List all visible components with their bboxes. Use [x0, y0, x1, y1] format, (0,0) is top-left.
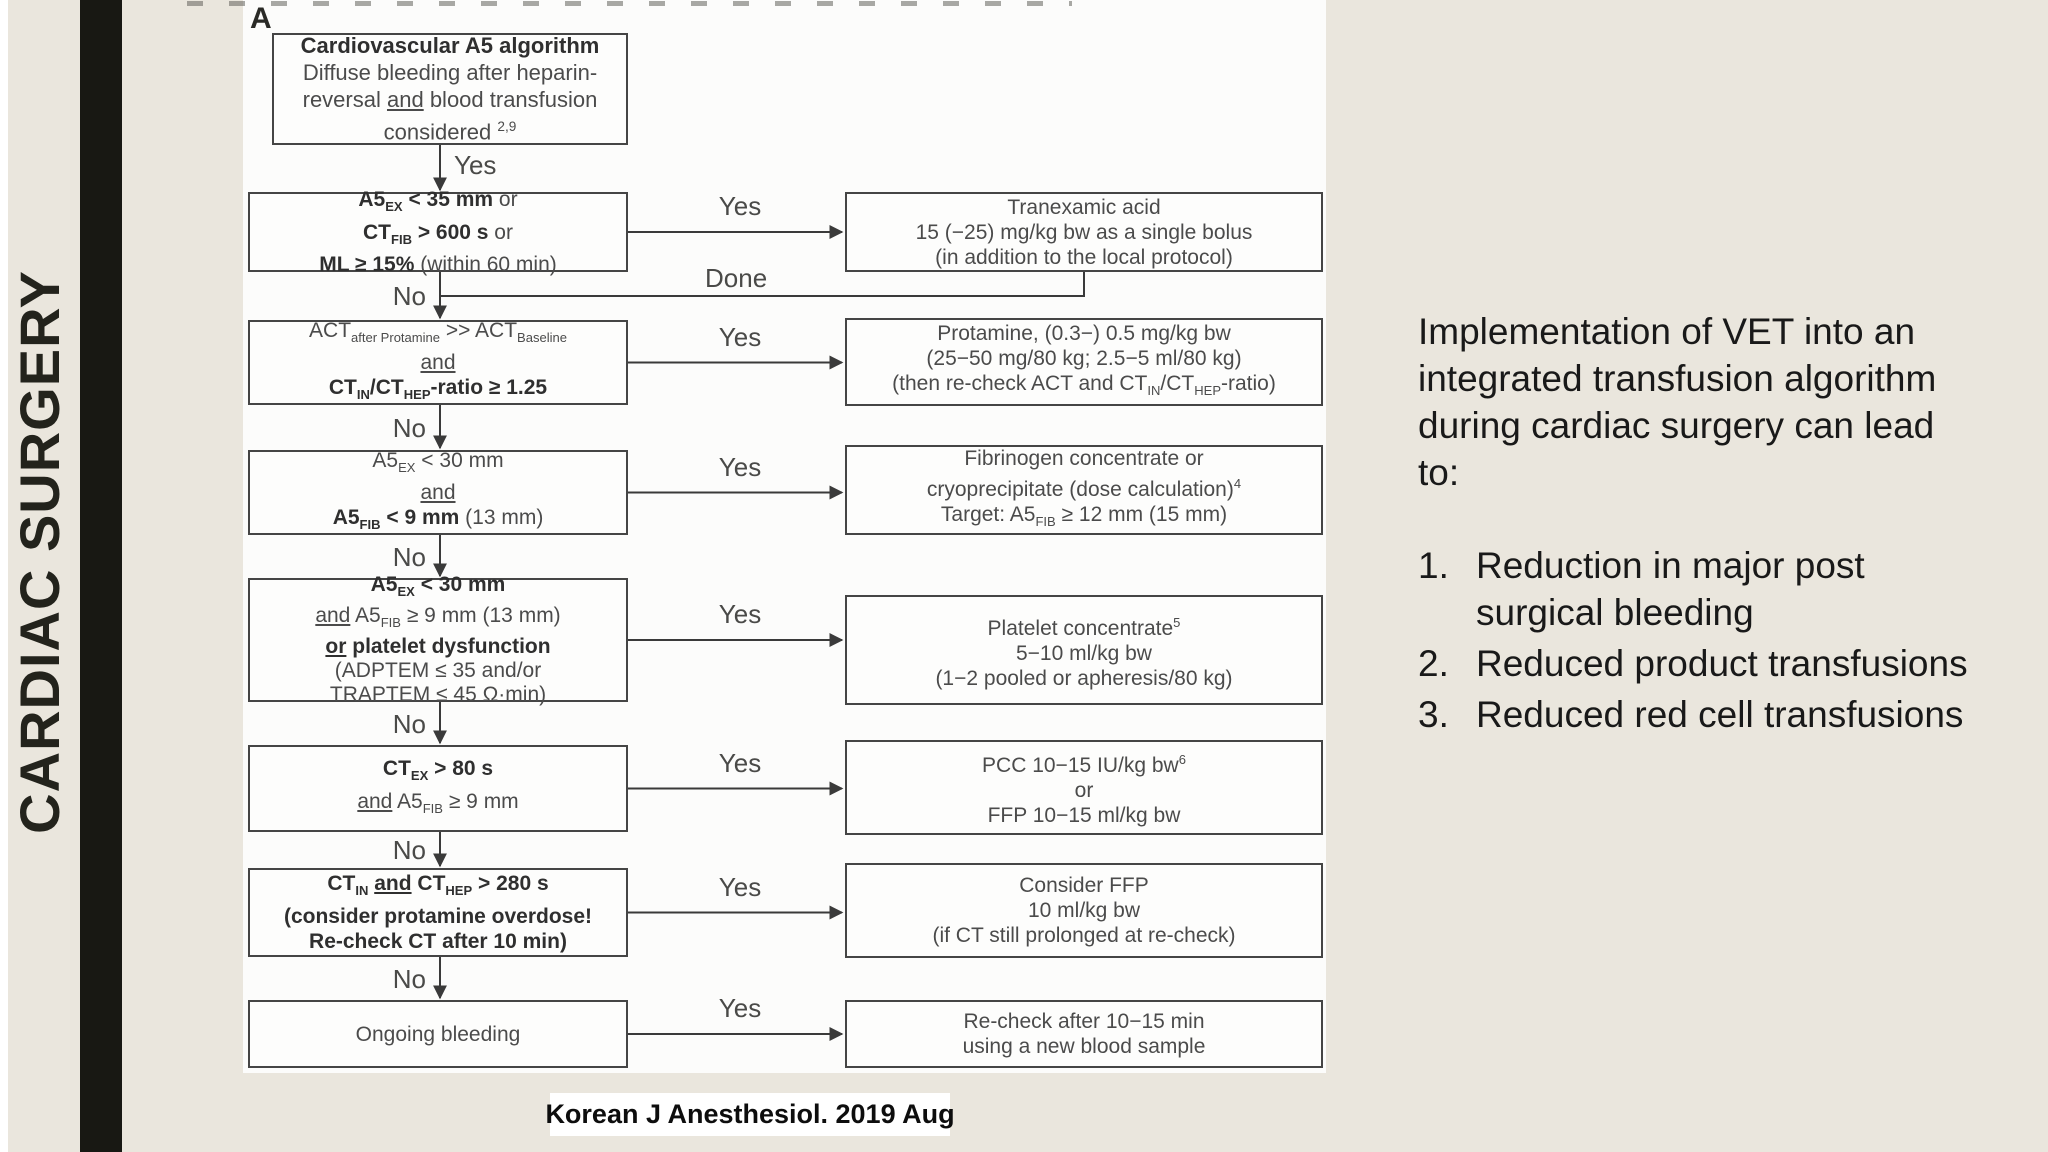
slide-edge-sliver: [0, 0, 8, 1152]
edge-label-no-6: No: [392, 963, 426, 994]
edge-label-yes-0: Yes: [454, 149, 497, 180]
note-item-2: 2. Reduced product transfusions: [1418, 640, 1996, 687]
edge-label-yes-h5: Yes: [718, 871, 762, 902]
flow-box-text: Ongoing bleeding: [355, 1022, 521, 1046]
figure-label: A: [250, 2, 272, 35]
edge-label-no-2: No: [392, 412, 426, 443]
edge-label-yes-h2: Yes: [718, 451, 762, 482]
edge-label-yes-h4: Yes: [718, 747, 762, 778]
edge-label-yes-h0: Yes: [718, 191, 762, 221]
citation: Korean J Anesthesiol. 2019 Aug: [545, 1093, 955, 1136]
scan-artifact: [187, 1, 1072, 6]
flow-box-d7: Ongoing bleeding: [248, 1000, 628, 1068]
note-item-3: 3. Reduced red cell transfusions: [1418, 691, 1996, 738]
edge-label-yes-h3: Yes: [718, 599, 762, 629]
note-item-number: 3.: [1418, 694, 1449, 735]
note-item-1: 1. Reduction in major post surgical bleed…: [1418, 542, 1996, 636]
edge-label-yes-h6: Yes: [718, 993, 762, 1023]
edge-label-no-1: No: [392, 281, 426, 311]
note-item-text: Reduced product transfusions: [1476, 643, 1968, 684]
flow-box-text: Protamine, (0.3−) 0.5 mg/kg bw(25−50 mg/…: [892, 321, 1276, 399]
note-item-number: 1.: [1418, 545, 1449, 586]
edge-label-no-4: No: [392, 708, 426, 739]
edge-label-no-3: No: [392, 541, 426, 572]
flow-box-text: CTIN and CTHEP > 280 s(consider protamin…: [283, 872, 593, 953]
note-item-text: Reduced red cell transfusions: [1476, 694, 1964, 735]
slide-title-vertical: CARDIAC SURGERY: [8, 270, 71, 834]
notes-paragraph: Implementation of VET into an integrated…: [1418, 311, 1937, 493]
edge-label-no-5: No: [392, 835, 426, 865]
note-item-text: Reduction in major post surgical bleedin…: [1476, 545, 1865, 633]
vertical-divider-bar: [80, 0, 122, 1152]
notes-block: Implementation of VET into an integrated…: [1418, 308, 1996, 742]
note-item-number: 2.: [1418, 643, 1449, 684]
edge-label-yes-h1: Yes: [718, 321, 762, 352]
flow-box-d6: CTIN and CTHEP > 280 s(consider protamin…: [248, 868, 628, 957]
edge-label-done: Done: [705, 263, 768, 293]
notes-list: 1. Reduction in major post surgical bleed…: [1418, 542, 1996, 738]
flow-box-r2: Protamine, (0.3−) 0.5 mg/kg bw(25−50 mg/…: [845, 318, 1323, 406]
